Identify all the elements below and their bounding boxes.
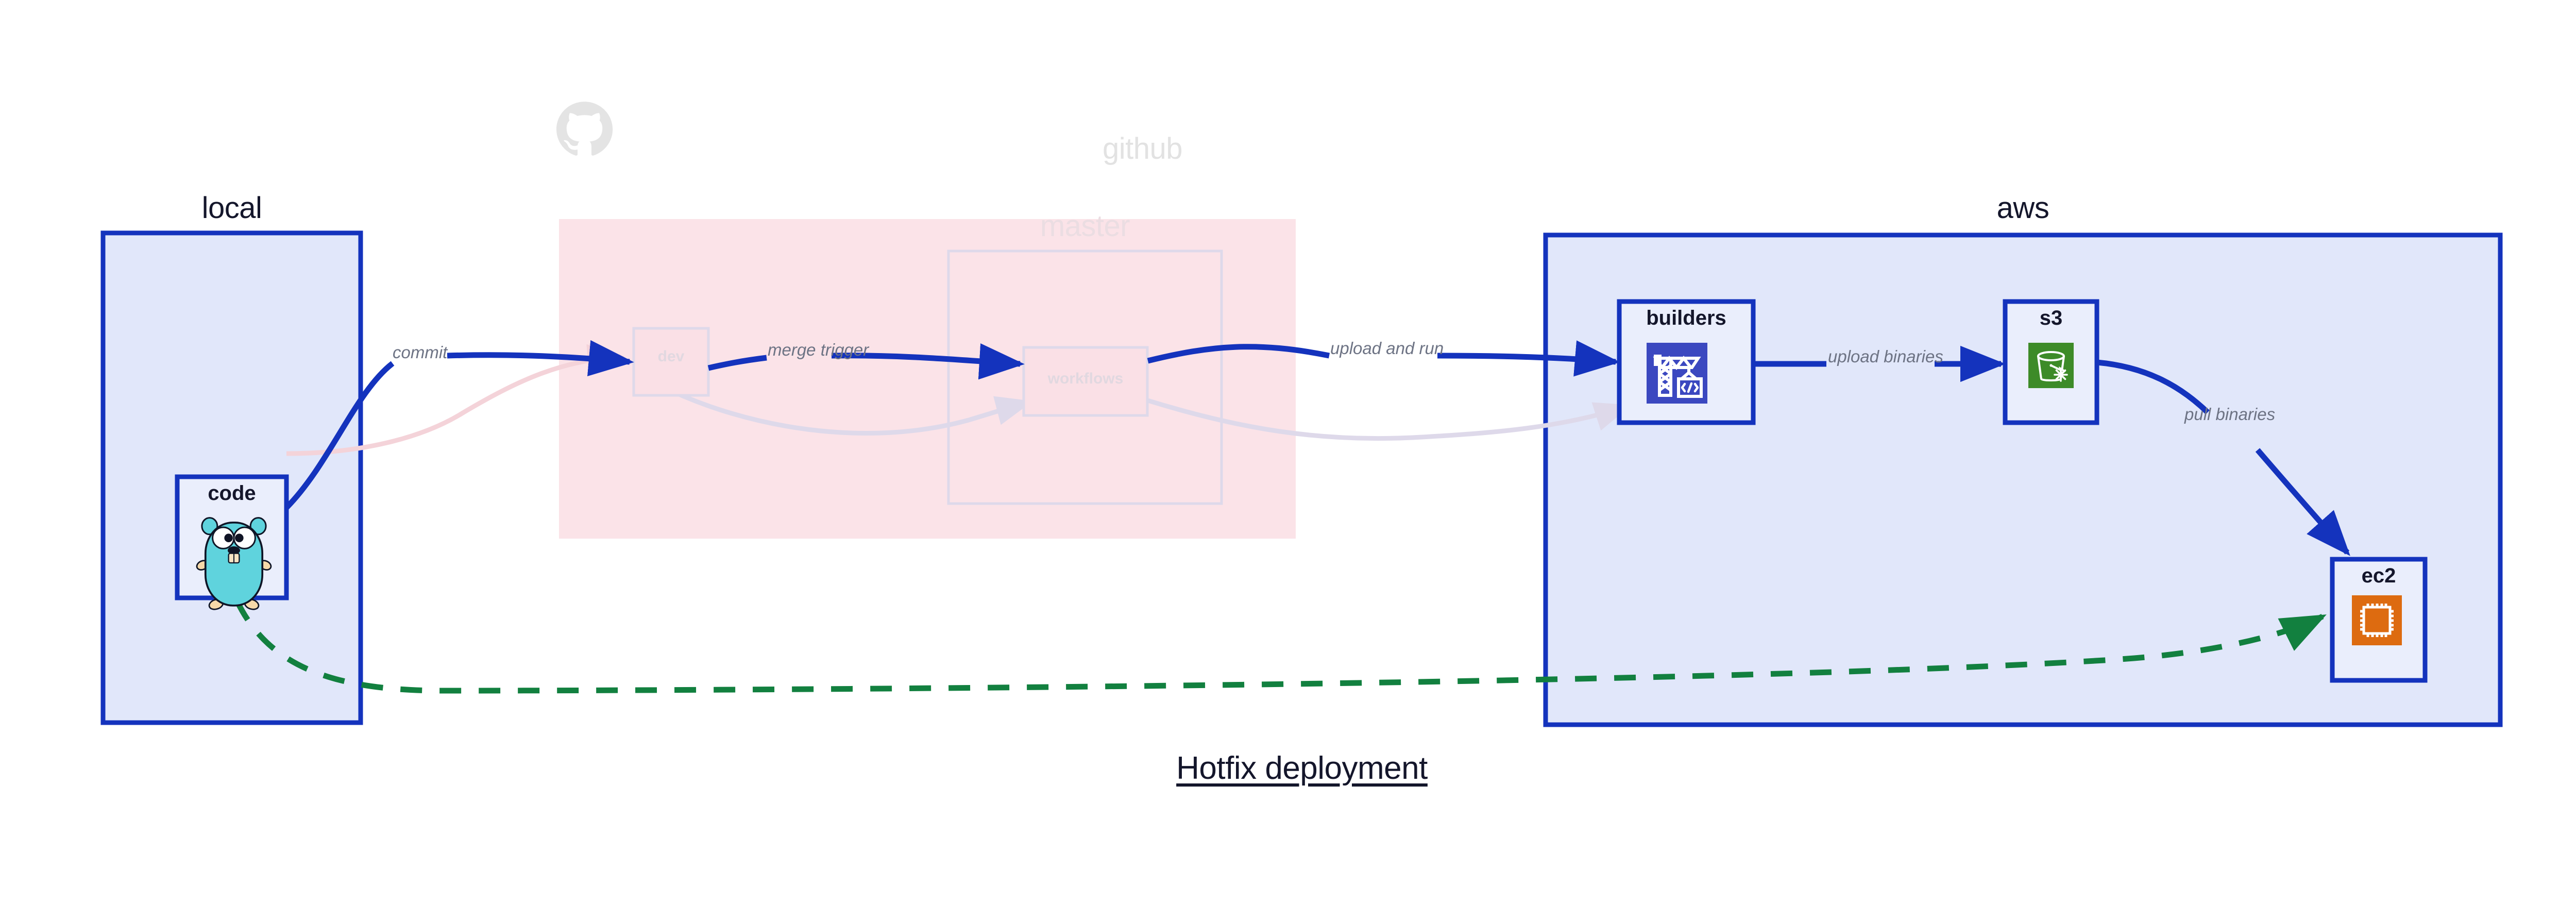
node-label-workflows: workflows [1047,370,1124,387]
node-label-code: code [208,482,256,505]
aws-codebuild-icon [1647,343,1707,404]
group-label-local: local [201,191,262,225]
edge-label-pull-binaries: pull binaries [2184,405,2276,424]
edge-commit-b [447,340,634,377]
group-label-master: master [1040,209,1130,243]
group-label-github: github [1103,132,1183,165]
node-label-s3: s3 [2039,307,2063,329]
node-label-dev: dev [657,348,685,365]
group-master [947,249,1223,505]
node-dev[interactable] [632,327,710,397]
edge-upload-and-run-b [1437,340,1620,377]
edge-label-commit: commit [393,343,448,362]
edge-upload-and-run-a [1147,344,1330,364]
group-label-aws: aws [1996,191,2049,225]
go-gopher-icon [196,517,272,610]
edge-commit [284,361,395,510]
aws-s3-icon [2028,343,2074,388]
edge-label-merge-trigger: merge trigger [768,340,869,359]
edge-merge-trigger-b [831,343,1025,380]
node-workflows[interactable] [1022,346,1149,417]
edge-faded-code-dev [286,344,625,456]
edge-pull-binaries-b [2255,448,2350,556]
edge-faded-dev-workflows [664,385,1033,436]
diagram-title: Hotfix deployment [1176,750,1428,786]
edge-pull-binaries-a [2096,359,2210,414]
edge-faded-workflows-builders [1147,398,1632,441]
edge-label-upload-and-run: upload and run [1330,339,1444,358]
edge-hotfix-dashed [234,599,2327,694]
edge-label-upload-binaries: upload binaries [1828,347,1943,366]
github-octocat-icon [556,102,613,156]
node-label-builders: builders [1646,307,1726,329]
node-label-ec2: ec2 [2361,564,2396,587]
aws-ec2-icon [2352,595,2402,645]
edge-merge-trigger-a [707,355,767,371]
